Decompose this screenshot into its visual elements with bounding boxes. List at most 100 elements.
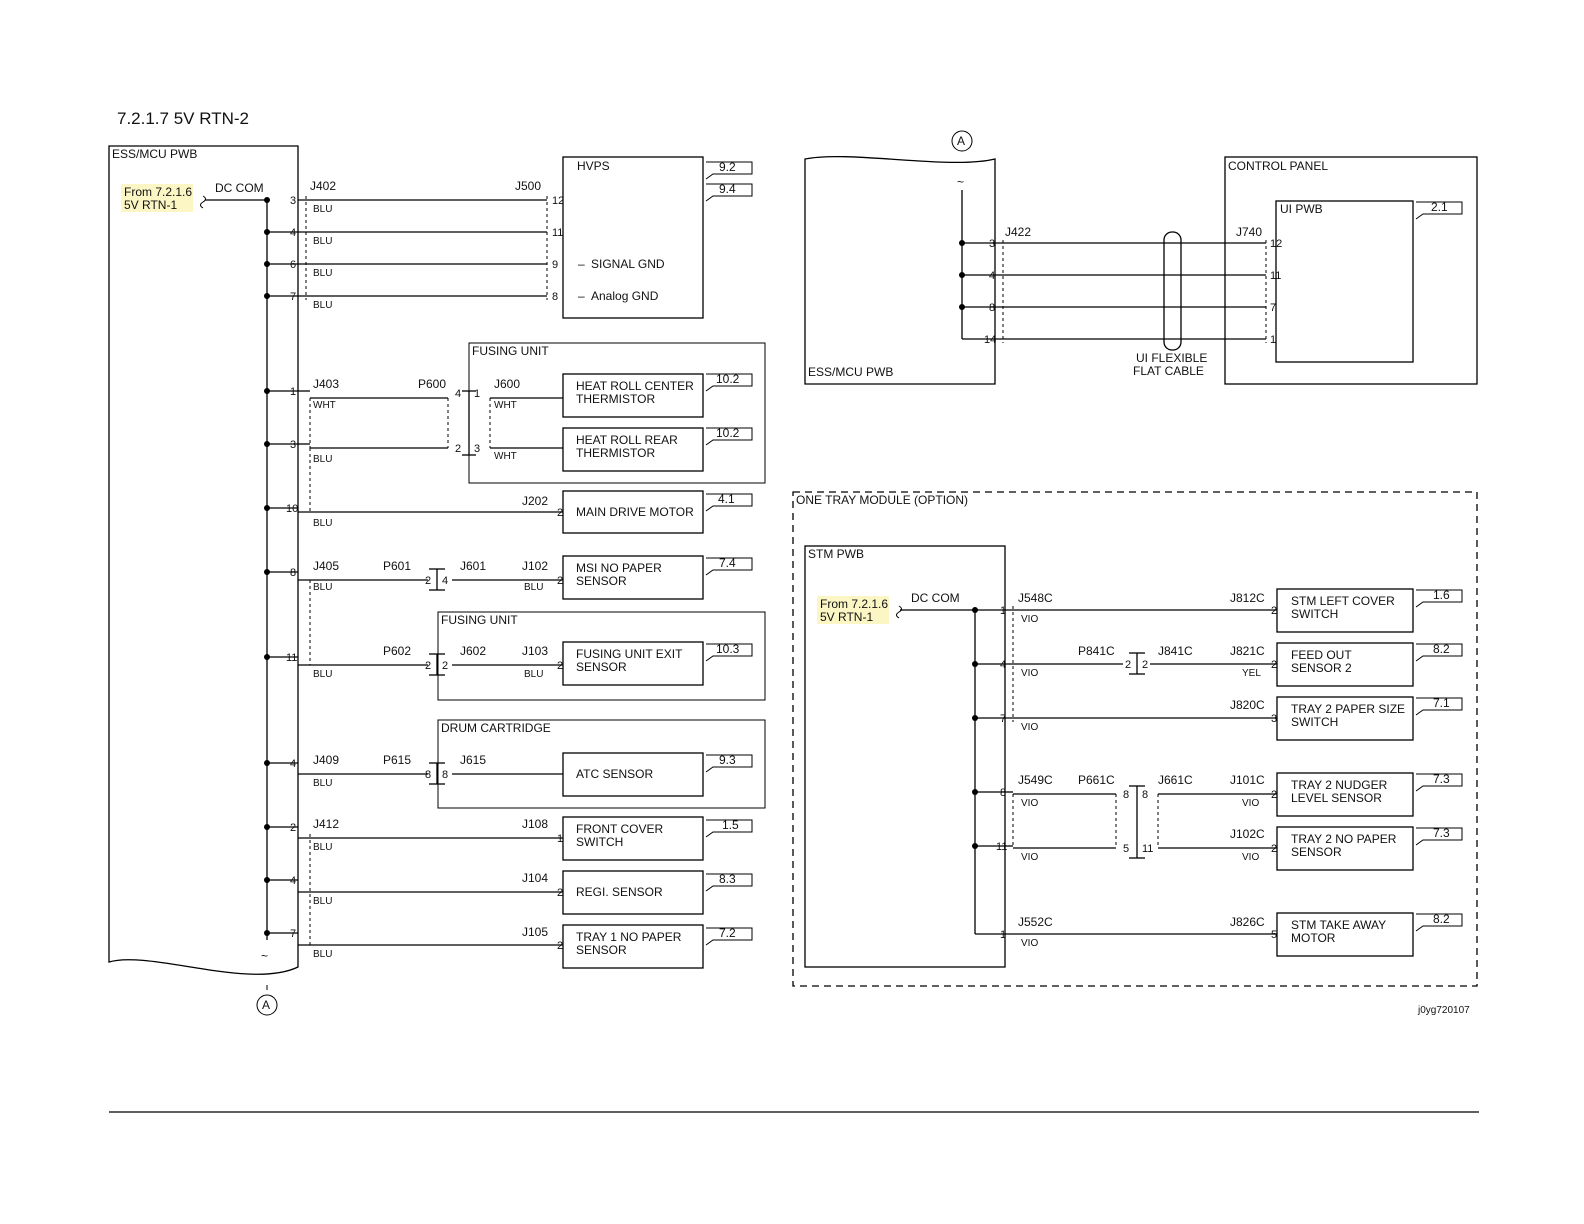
one-tray-module-label: ONE TRAY MODULE (OPTION) [796,493,968,507]
j102c-label: J102C [1230,827,1265,841]
pin-number: 5 [1271,929,1277,941]
ref-tag: 1.5 [705,818,753,838]
svg-text:3: 3 [989,238,995,250]
ref-tag: 9.4 [705,182,753,202]
svg-text:10: 10 [286,503,298,515]
ref-tag: 2.1 [1415,200,1463,220]
pin-number: 11 [1142,843,1153,855]
svg-text:8.2: 8.2 [1433,912,1450,926]
p601-label: P601 [383,559,411,573]
wire-color: VIO [1021,852,1038,863]
stm-pwb-label: STM PWB [808,547,864,561]
fusing-unit-2-box [437,611,766,701]
j405-label: J405 [313,559,339,573]
heat-roll-rear-thermistor [562,427,704,472]
tray2-nopaper-line1: TRAY 2 NO PAPER [1291,832,1397,846]
heat-roll-center-line1: HEAT ROLL CENTER [576,379,694,393]
msi-line2: SENSOR [576,574,627,588]
msi-no-paper-sensor [562,555,704,600]
j549c-label: J549C [1018,773,1053,787]
svg-text:8.3: 8.3 [719,872,736,886]
wire-color: BLU [313,204,332,215]
svg-text:7: 7 [1270,302,1276,314]
flat-cable-wires [995,242,1266,340]
wire-color: VIO [1021,614,1038,625]
j409-label: J409 [313,753,339,767]
wire-color: BLU [313,300,332,311]
stm-pwb-box [804,545,1006,968]
svg-text:2.1: 2.1 [1431,200,1448,214]
ref-tag: 7.1 [1415,696,1463,716]
svg-text:1: 1 [1270,334,1276,346]
j826c-label: J826C [1230,915,1265,929]
j500-label: J500 [515,179,541,193]
svg-text:11: 11 [286,652,297,664]
tray2-size-line2: SWITCH [1291,715,1338,729]
off-page-connector-label: A [957,134,965,148]
svg-text:1: 1 [1000,929,1006,941]
msi-line1: MSI NO PAPER [576,561,662,575]
svg-text:8: 8 [1000,787,1006,799]
drum-cartridge-box [437,719,766,809]
wire-color: BLU [313,669,332,680]
svg-text:7.3: 7.3 [1433,826,1450,840]
from-ref-highlight [817,596,889,624]
ess-mcu-pwb-label: ESS/MCU PWB [112,147,197,161]
j615-label: J615 [460,753,486,767]
pin-number: 8 [442,769,448,781]
hvps-label: HVPS [577,159,610,173]
bus-break-mark: ~ [957,175,964,189]
j601-label: J601 [460,559,486,573]
pin-number: 2 [1142,659,1148,671]
pin-number: 2 [425,660,431,672]
analog-gnd-dash: – [578,289,585,303]
regi-sensor [562,870,704,915]
wire-color: VIO [1242,852,1259,863]
j841c-label: J841C [1158,644,1193,658]
cable-label-line2: FLAT CABLE [1133,364,1204,378]
svg-text:1: 1 [1000,605,1006,617]
dc-com-label: DC COM [215,181,264,195]
tray2-nopaper-line2: SENSOR [1291,845,1342,859]
svg-text:7: 7 [1000,713,1006,725]
fusing-exit-line2: SENSOR [576,660,627,674]
j661c-label: J661C [1158,773,1193,787]
fusing-unit-label: FUSING UNIT [472,344,549,358]
svg-text:4.1: 4.1 [718,492,735,506]
pin-number: 8 [1123,789,1129,801]
svg-text:1: 1 [290,386,296,398]
svg-text:4: 4 [290,227,296,239]
from-ref-line2: 5V RTN-1 [124,198,177,212]
main-drive-motor [562,490,704,534]
svg-text:3: 3 [290,195,296,207]
svg-text:9.2: 9.2 [719,160,736,174]
stm-dc-com-label: DC COM [911,591,960,605]
pin-number: 2 [1271,843,1277,855]
wire-color: BLU [313,454,332,465]
analog-gnd-label: Analog GND [591,289,659,303]
pin-number: 2 [1125,659,1131,671]
fusing-exit-line1: FUSING UNIT EXIT [576,647,683,661]
svg-text:4: 4 [290,875,296,887]
ref-tag: 1.6 [1415,588,1463,608]
feed-out-line1: FEED OUT [1291,648,1352,662]
control-panel-label: CONTROL PANEL [1228,159,1328,173]
j602-label: J602 [460,644,486,658]
pin-number: 2 [557,507,563,519]
ref-tag: 4.1 [705,492,753,512]
top-stubs [962,242,995,340]
control-panel-box [1224,156,1478,385]
p600-label: P600 [418,377,446,391]
j108-label: J108 [522,817,548,831]
j740-label: J740 [1236,225,1262,239]
j103-label: J103 [522,644,548,658]
ref-tag: 8.3 [705,872,753,892]
ess-mcu-pwb-top-label: ESS/MCU PWB [808,365,893,379]
from-ref-highlight [121,184,193,212]
j422-pins: 34 814 [984,238,996,346]
tray2-no-paper-sensor [1276,826,1414,871]
wire-color: WHT [313,400,336,411]
svg-text:1: 1 [474,388,480,400]
p615-label: P615 [383,753,411,767]
ref-tag: 7.2 [705,926,753,946]
